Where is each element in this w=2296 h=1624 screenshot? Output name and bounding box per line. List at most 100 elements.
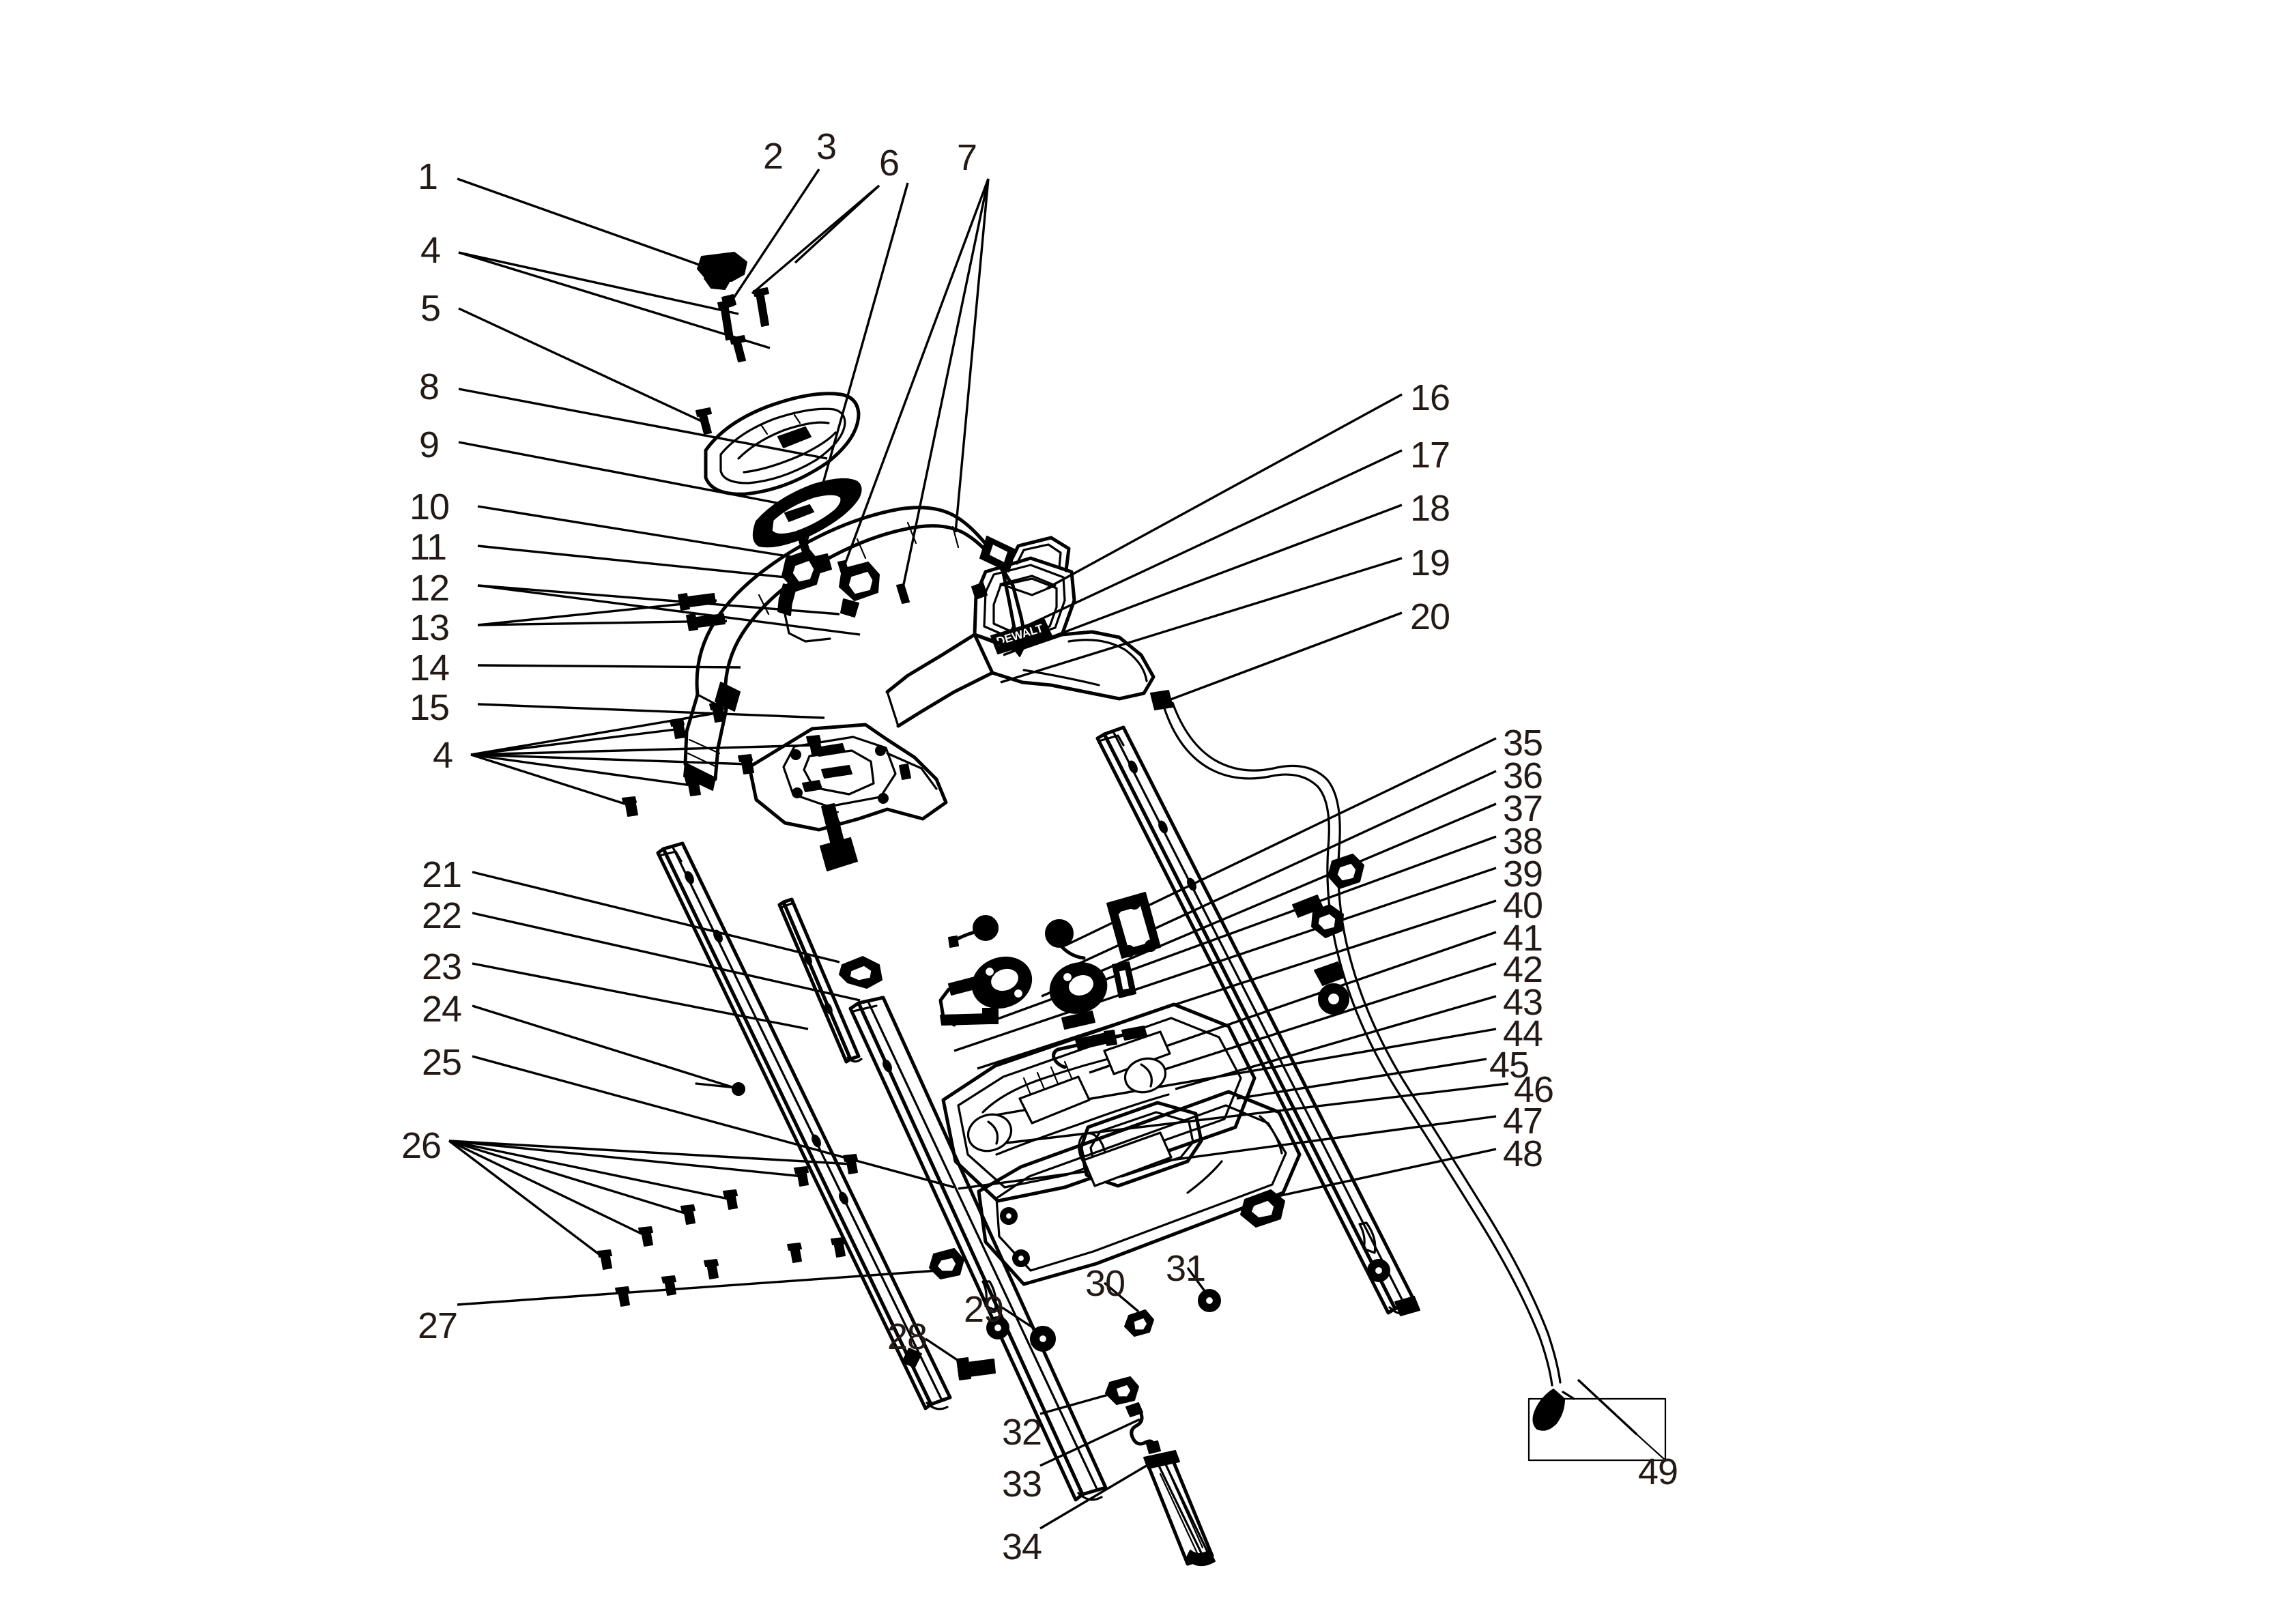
- callout-number-4b: 4: [433, 735, 454, 776]
- callout-number-24: 24: [422, 989, 462, 1030]
- callout-number-18: 18: [1410, 488, 1450, 529]
- callout-number-25: 25: [422, 1042, 462, 1083]
- callout-number-17: 17: [1410, 435, 1450, 476]
- leader-line-31: [1186, 1266, 1208, 1295]
- leader-line-24: [472, 1004, 739, 1090]
- leader-line-26: [448, 1140, 690, 1216]
- part-connector-12: [839, 562, 880, 618]
- leader-line-26: [448, 1140, 732, 1201]
- part-connector-40: [1328, 854, 1364, 889]
- leader-line-4a: [458, 251, 771, 349]
- callout-number-45: 45: [1489, 1045, 1530, 1086]
- part-screws-4b: [622, 702, 822, 817]
- leader-line-43: [1175, 995, 1497, 1090]
- callout-number-26: 26: [401, 1125, 442, 1166]
- leader-line-13: [477, 599, 717, 626]
- callout-number-46: 46: [1514, 1069, 1554, 1110]
- part-rotor-b: [1049, 962, 1108, 1014]
- leader-line-13: [477, 620, 728, 626]
- callout-number-21: 21: [422, 854, 462, 895]
- leader-line-42: [1132, 962, 1497, 1081]
- part-pin-7b: [896, 583, 910, 604]
- part-endcap-27: [929, 1248, 964, 1279]
- callout-number-44: 44: [1503, 1013, 1543, 1054]
- leader-line-4b: [470, 753, 697, 787]
- leader-line-48: [1255, 1148, 1497, 1202]
- part-tube-21: [656, 841, 952, 1410]
- leader-line-14: [477, 664, 741, 669]
- part-bracket-14: [747, 723, 948, 832]
- leader-line-32: [1039, 1391, 1119, 1415]
- leader-line-20: [1161, 611, 1403, 704]
- part-right-tube: [1095, 725, 1420, 1316]
- callout-number-23: 23: [422, 946, 462, 987]
- leader-line-5: [458, 307, 706, 424]
- callout-number-49: 49: [1638, 1451, 1678, 1492]
- part-pin-3a: [717, 300, 734, 340]
- part-clip-23: [839, 956, 882, 989]
- part-bolt-28: [956, 1357, 996, 1380]
- part-screws-26: [597, 1154, 858, 1307]
- callout-number-3: 3: [816, 126, 837, 167]
- part-lever-15: [820, 803, 858, 871]
- leader-line-19: [1000, 557, 1403, 684]
- part-washer-29: [1030, 1326, 1056, 1352]
- callout-number-6: 6: [879, 143, 900, 184]
- callout-number-40: 40: [1503, 885, 1543, 926]
- leader-line-3: [794, 184, 880, 264]
- part-screw-4a: [730, 335, 746, 362]
- leader-line-39: [953, 867, 1497, 1052]
- leader-line-27: [457, 1269, 938, 1306]
- leader-line-12: [477, 584, 861, 636]
- part-grip-8: [752, 478, 862, 548]
- leader-line-26: [448, 1140, 803, 1178]
- part-eyelet-43: [1314, 961, 1349, 1015]
- leader-line-25: [472, 1055, 955, 1189]
- leader-line-45: [1236, 1058, 1487, 1100]
- callout-number-32: 32: [1002, 1412, 1042, 1453]
- part-tubeend-34: [1143, 1450, 1216, 1566]
- part-cable-harness: [1163, 701, 1575, 1431]
- leader-line-26: [448, 1140, 648, 1238]
- part-screw-4b: [695, 407, 712, 435]
- leader-line-37: [1041, 802, 1497, 998]
- part-rotor-a: [971, 956, 1033, 1009]
- leader-line-4b: [470, 753, 750, 766]
- leader-line-30: [1103, 1281, 1140, 1313]
- part-pin-small-a: [1061, 1011, 1095, 1030]
- callout-number-20: 20: [1410, 596, 1450, 637]
- callout-number-9: 9: [419, 424, 440, 465]
- leader-line-9: [458, 441, 817, 512]
- part-clamp-1: [697, 252, 747, 309]
- leader-line-22: [472, 912, 861, 1002]
- leader-line-4b: [470, 753, 634, 808]
- callout-number-14: 14: [410, 648, 450, 688]
- callout-number-39: 39: [1503, 854, 1543, 895]
- annotation-box-49: [1527, 1397, 1667, 1462]
- leader-line-4b: [470, 727, 682, 756]
- callout-number-37: 37: [1503, 788, 1543, 829]
- callout-number-38: 38: [1503, 821, 1543, 862]
- callout-number-34: 34: [1002, 1526, 1042, 1567]
- part-tube-25: [848, 996, 1108, 1502]
- part-bracket-small: [1112, 961, 1136, 998]
- leader-line-1: [457, 177, 704, 267]
- callout-number-27: 27: [418, 1305, 458, 1346]
- callout-number-15: 15: [410, 687, 450, 728]
- leader-line-23: [472, 962, 809, 1030]
- callout-number-42: 42: [1503, 949, 1543, 990]
- part-clip-48: [1240, 1189, 1285, 1228]
- callout-number-31: 31: [1166, 1248, 1206, 1289]
- callout-number-36: 36: [1503, 755, 1543, 796]
- callout-number-35: 35: [1503, 723, 1543, 764]
- part-battery-housing: DEWALT: [885, 536, 1156, 728]
- callout-number-1: 1: [418, 156, 439, 197]
- leader-line-49: [1577, 1378, 1638, 1436]
- callout-number-41: 41: [1503, 918, 1543, 959]
- callout-number-29: 29: [964, 1289, 1004, 1330]
- part-deck-frame: [941, 1002, 1257, 1203]
- callout-number-30: 30: [1085, 1263, 1125, 1304]
- callout-number-10: 10: [410, 487, 450, 527]
- callout-number-5: 5: [420, 288, 442, 329]
- callout-number-12: 12: [410, 568, 450, 609]
